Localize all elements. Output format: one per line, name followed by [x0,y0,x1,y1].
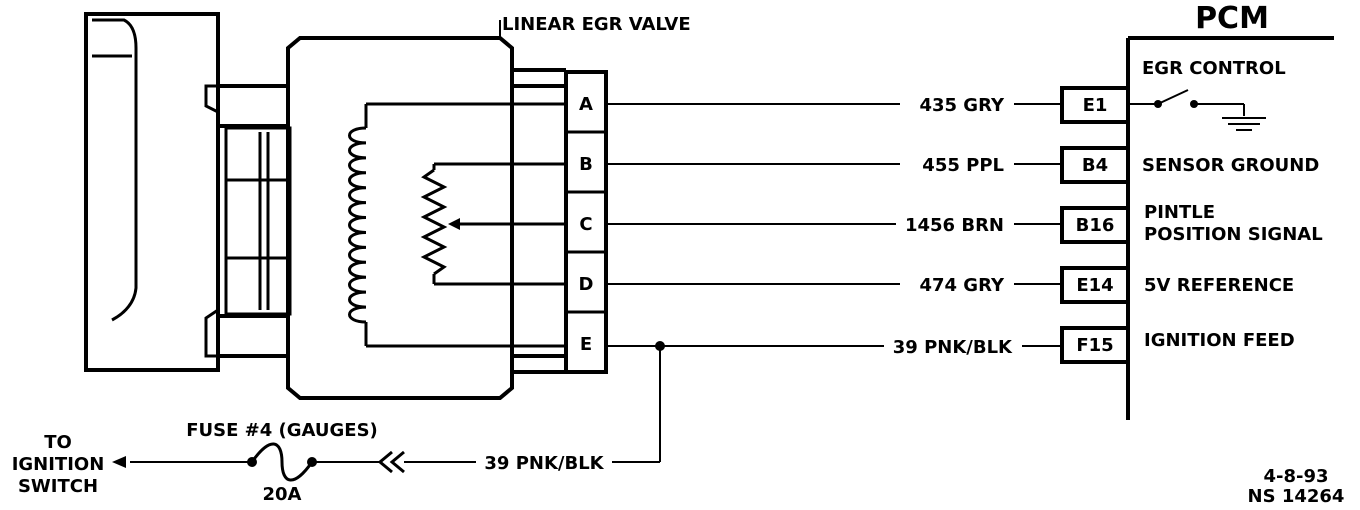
ground-icon [1222,117,1266,131]
pintle-potentiometer-icon [420,162,566,286]
fuse-wire-label: 39 PNK/BLK [484,453,604,474]
wire-label-a: 435 GRY [919,95,1004,116]
pin-c-label: C [579,214,592,235]
wire-label-c: 1456 BRN [905,215,1004,236]
wire-label-d: 474 GRY [919,275,1004,296]
egr-valve-body [286,36,514,400]
drawing-date: 4-8-93 [1263,466,1328,487]
connector-chevrons-icon [377,450,405,474]
ignition-label-line1: TO [44,432,72,453]
egr-control-label: EGR CONTROL [1142,58,1286,79]
terminal-b16: B16 [1076,215,1115,236]
harness-wires [606,103,1062,347]
ignition-label-line3: SWITCH [18,476,98,497]
function-f15: IGNITION FEED [1144,330,1295,351]
fuse-label: FUSE #4 (GAUGES) [186,420,378,441]
valve-mount-bracket [84,12,292,372]
function-e14: 5V REFERENCE [1144,275,1294,296]
drawing-ref: NS 14264 [1248,486,1345,507]
fuse-rating: 20A [263,484,302,505]
function-b16-line1: PINTLE [1144,202,1215,223]
valve-title: LINEAR EGR VALVE [502,14,691,35]
terminal-f15: F15 [1076,335,1113,356]
pin-e-label: E [580,334,592,355]
wire-label-e: 39 PNK/BLK [893,337,1013,358]
function-b4: SENSOR GROUND [1142,155,1319,176]
pcm-terminals: E1 B4 B16 E14 F15 [1060,86,1130,364]
valve-neck [512,68,566,374]
pcm-outline [1126,36,1334,420]
ignition-label-line2: IGNITION [12,454,105,475]
pin-a-label: A [579,94,593,115]
valve-connector: A B C D E [564,70,608,374]
pcm-title: PCM [1195,1,1269,36]
pin-b-label: B [579,154,593,175]
function-b16-line2: POSITION SIGNAL [1144,224,1323,245]
fuse-icon [247,442,317,482]
wire-label-b: 455 PPL [922,155,1004,176]
terminal-e14: E14 [1076,275,1113,296]
to-ignition-arrow-icon [112,456,126,468]
terminal-b4: B4 [1082,155,1108,176]
pin-d-label: D [579,274,594,295]
egr-control-switch-icon [1128,89,1245,116]
solenoid-coil-icon [348,102,566,348]
terminal-e1: E1 [1083,95,1108,116]
